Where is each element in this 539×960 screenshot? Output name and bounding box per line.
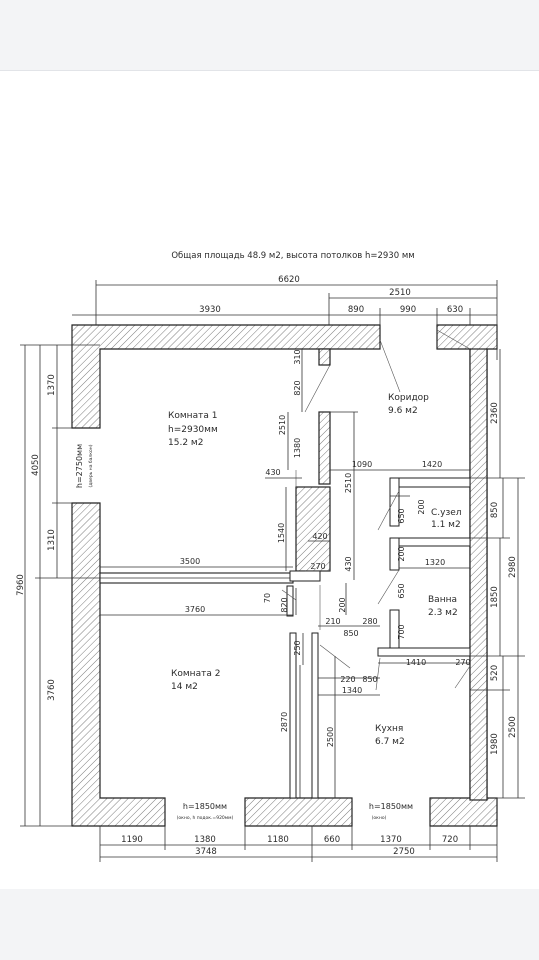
- dim-3500: 3500: [180, 557, 200, 566]
- dim-210: 210: [325, 617, 340, 626]
- dimension-lines: [20, 280, 525, 862]
- dim-1340: 1340: [342, 686, 362, 695]
- corridor-name: Коридор: [388, 393, 429, 403]
- dim-left-3760: 3760: [47, 679, 57, 701]
- dim-left-4050: 4050: [31, 454, 41, 476]
- dim-bottom-660: 660: [324, 835, 340, 845]
- dim-3760-inner: 3760: [185, 605, 205, 614]
- dim-2870: 2870: [280, 712, 289, 732]
- wall-block-1540: [295, 486, 331, 572]
- plan-title: Общая площадь 48.9 м2, высота потолков h…: [171, 251, 414, 261]
- dim-left-total: 7960: [16, 574, 26, 596]
- dim-top-total: 6620: [278, 275, 300, 285]
- dim-right-2500: 2500: [508, 716, 518, 738]
- dim-70: 70: [263, 593, 272, 603]
- dim-280: 280: [362, 617, 377, 626]
- dim-left-1310: 1310: [47, 529, 57, 551]
- wall-top-right: [436, 324, 498, 801]
- dim-820-b: 820: [280, 597, 289, 612]
- dim-2510-a: 2510: [278, 415, 287, 435]
- door-swings: [281, 329, 471, 691]
- dim-220: 220: [340, 675, 355, 684]
- dim-top-630: 630: [447, 305, 463, 315]
- dim-top-890: 890: [348, 305, 364, 315]
- dim-right-2980: 2980: [508, 556, 518, 578]
- bath-name: Ванна: [428, 595, 457, 605]
- window-left-subnote: (окно, h подок.=920мм): [177, 815, 234, 821]
- dim-1090: 1090: [352, 460, 372, 469]
- dim-right-2360: 2360: [490, 402, 500, 424]
- dim-right-850: 850: [490, 502, 500, 518]
- room-labels: Комната 1 h=2930мм 15.2 м2 Комната 2 14 …: [168, 393, 462, 747]
- room1-area: 15.2 м2: [168, 438, 203, 448]
- corridor-area: 9.6 м2: [388, 406, 418, 416]
- wall-1380: [318, 411, 331, 485]
- dim-270-b: 270: [455, 658, 470, 667]
- bath-area: 2.3 м2: [428, 608, 458, 618]
- dim-top-990: 990: [400, 305, 416, 315]
- dim-right-520: 520: [490, 665, 500, 681]
- room1-name: Комната 1: [168, 411, 217, 421]
- dim-200-b: 200: [397, 546, 406, 561]
- balcony-door-note: h=2750мм: [75, 444, 84, 488]
- dim-820-a: 820: [293, 380, 302, 395]
- dim-bottom-720: 720: [442, 835, 458, 845]
- dim-700: 700: [397, 624, 406, 639]
- wall-bottom-right: [429, 797, 498, 827]
- dim-1410: 1410: [406, 658, 426, 667]
- wall-right: [469, 348, 488, 801]
- room2-name: Комната 2: [171, 669, 220, 679]
- dim-1420: 1420: [422, 460, 442, 469]
- balcony-door-subnote: (дверь на балкон): [88, 444, 94, 487]
- dim-top-left: 3930: [199, 305, 221, 315]
- dim-bottom-2750: 2750: [393, 847, 415, 857]
- dim-2510-b: 2510: [344, 473, 353, 493]
- dim-bottom-3748: 3748: [195, 847, 217, 857]
- toilet-name: С.узел: [431, 508, 462, 518]
- dim-left-1370: 1370: [47, 374, 57, 396]
- dim-200-c: 200: [338, 597, 347, 612]
- dim-right-1850: 1850: [490, 586, 500, 608]
- toilet-area: 1.1 м2: [431, 520, 461, 530]
- wall-left-lower: [71, 502, 166, 827]
- dim-bottom-1380: 1380: [194, 835, 216, 845]
- dim-650-a: 650: [397, 508, 406, 523]
- room1-height: h=2930мм: [168, 425, 218, 435]
- dim-right-1980: 1980: [490, 733, 500, 755]
- wall-top-left: [71, 324, 381, 429]
- dim-1540: 1540: [277, 523, 286, 543]
- dim-270-a: 270: [310, 562, 325, 571]
- dimension-labels: 6620 2510 3930 890 990 630 7960 4050 376…: [16, 275, 518, 857]
- kitchen-area: 6.7 м2: [375, 737, 405, 747]
- dim-850-b: 850: [362, 675, 377, 684]
- dim-430-b: 430: [344, 556, 353, 571]
- dim-1320: 1320: [425, 558, 445, 567]
- dim-250: 250: [293, 640, 302, 655]
- room2-area: 14 м2: [171, 682, 198, 692]
- wall-bottom-middle: [244, 797, 353, 827]
- window-right-subnote: (окно): [372, 815, 387, 821]
- dim-1380: 1380: [293, 438, 302, 458]
- window-left-note: h=1850мм: [183, 802, 227, 811]
- dim-430-a: 430: [265, 468, 280, 477]
- dim-650-b: 650: [397, 583, 406, 598]
- dim-310: 310: [293, 349, 302, 364]
- dim-bottom-1370: 1370: [380, 835, 402, 845]
- dim-bottom-1180: 1180: [267, 835, 289, 845]
- dim-2500-inner: 2500: [326, 727, 335, 747]
- interior-walls: [99, 348, 471, 799]
- wall-stub-310: [318, 348, 331, 366]
- dim-bottom-1190: 1190: [121, 835, 143, 845]
- top-margin: [0, 0, 539, 70]
- opening-notes: h=2750мм (дверь на балкон) h=1850мм (окн…: [75, 444, 413, 821]
- dim-top-right: 2510: [389, 288, 411, 298]
- bottom-margin: [0, 889, 539, 960]
- dim-200-a: 200: [417, 499, 426, 514]
- window-right-note: h=1850мм: [369, 802, 413, 811]
- kitchen-name: Кухня: [375, 724, 403, 734]
- dim-850-a: 850: [343, 629, 358, 638]
- dim-420: 420: [312, 532, 327, 541]
